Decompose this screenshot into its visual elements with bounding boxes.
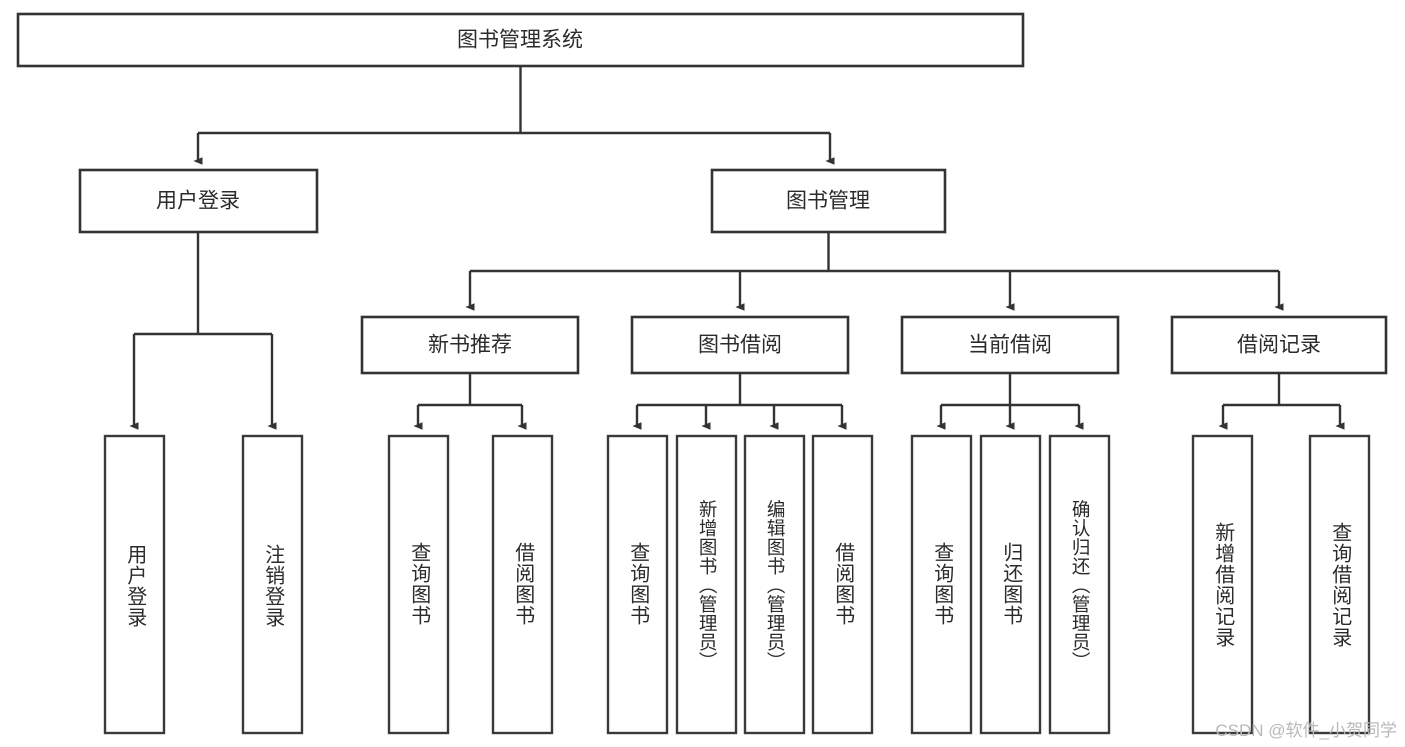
node-leaf-logout-box[interactable] — [241, 434, 304, 735]
node-current-borrow-label: 当前借阅 — [968, 334, 1052, 357]
node-leaf-query-book-2-box[interactable] — [606, 434, 669, 735]
node-leaf-user-login[interactable]: 用户登录 — [103, 434, 166, 735]
node-leaf-borrow-book-2-label: 借阅图书 — [832, 542, 855, 626]
node-leaf-query-record-label: 查询借阅记录 — [1329, 522, 1352, 648]
node-user-login[interactable]: 用户登录 — [78, 168, 319, 234]
node-leaf-query-book-1[interactable]: 查询图书 — [387, 434, 450, 735]
connector-group-borrow-record — [1218, 373, 1345, 430]
node-book-borrow-label: 图书借阅 — [698, 334, 782, 357]
node-leaf-user-login-label: 用户登录 — [124, 544, 147, 628]
node-leaf-confirm-return[interactable]: 确认归还（管理员） — [1048, 434, 1111, 735]
node-leaf-confirm-return-label: 确认归还（管理员） — [1070, 500, 1091, 671]
node-leaf-return-book-box[interactable] — [979, 434, 1042, 735]
node-leaf-query-book-2-label: 查询图书 — [627, 542, 650, 626]
node-book-borrow[interactable]: 图书借阅 — [630, 315, 850, 375]
node-leaf-edit-book-box[interactable] — [743, 434, 806, 735]
node-leaf-query-book-1-label: 查询图书 — [408, 542, 431, 626]
node-leaf-confirm-return-box[interactable] — [1048, 434, 1111, 735]
node-book-manage-box[interactable] — [710, 168, 947, 234]
node-leaf-query-book-3[interactable]: 查询图书 — [910, 434, 973, 735]
node-leaf-query-record-box[interactable] — [1308, 434, 1371, 735]
node-new-book-rec-box[interactable] — [360, 315, 580, 375]
connector-group-user-login — [129, 232, 277, 430]
node-leaf-logout-label: 注销登录 — [262, 544, 285, 628]
node-leaf-add-book-box[interactable] — [675, 434, 738, 735]
connector-group-root — [193, 66, 835, 165]
node-root-box[interactable] — [16, 12, 1025, 68]
node-leaf-borrow-book-1-label: 借阅图书 — [512, 542, 535, 626]
node-leaf-logout[interactable]: 注销登录 — [241, 434, 304, 735]
node-current-borrow-box[interactable] — [900, 315, 1120, 375]
node-leaf-edit-book[interactable]: 编辑图书（管理员） — [743, 434, 806, 735]
node-new-book-rec[interactable]: 新书推荐 — [360, 315, 580, 375]
node-user-login-label: 用户登录 — [156, 190, 240, 213]
node-leaf-borrow-book-1[interactable]: 借阅图书 — [491, 434, 554, 735]
node-leaf-add-record-label: 新增借阅记录 — [1212, 522, 1235, 648]
node-book-manage[interactable]: 图书管理 — [710, 168, 947, 234]
connector-group-book-borrow — [632, 373, 847, 430]
connector-group-book-manage — [465, 232, 1284, 311]
node-leaf-add-book[interactable]: 新增图书（管理员） — [675, 434, 738, 735]
node-root-label: 图书管理系统 — [457, 29, 583, 52]
node-leaf-add-book-label: 新增图书（管理员） — [697, 500, 718, 671]
node-borrow-record-box[interactable] — [1170, 315, 1388, 375]
node-leaf-return-book-label: 归还图书 — [1000, 542, 1023, 626]
connector-group-current-borrow — [936, 373, 1084, 430]
node-leaf-user-login-box[interactable] — [103, 434, 166, 735]
connector-group-new-book-rec — [413, 373, 527, 430]
node-current-borrow[interactable]: 当前借阅 — [900, 315, 1120, 375]
node-new-book-rec-label: 新书推荐 — [428, 334, 512, 357]
node-book-manage-label: 图书管理 — [786, 190, 870, 213]
node-leaf-query-book-1-box[interactable] — [387, 434, 450, 735]
node-leaf-return-book[interactable]: 归还图书 — [979, 434, 1042, 735]
node-leaf-query-record[interactable]: 查询借阅记录 — [1308, 434, 1371, 735]
node-user-login-box[interactable] — [78, 168, 319, 234]
csdn-watermark: CSDN @软件_小贺同学 — [1215, 721, 1397, 740]
node-borrow-record[interactable]: 借阅记录 — [1170, 315, 1388, 375]
node-book-borrow-box[interactable] — [630, 315, 850, 375]
node-borrow-record-label: 借阅记录 — [1237, 334, 1321, 357]
node-leaf-borrow-book-2-box[interactable] — [811, 434, 874, 735]
node-root[interactable]: 图书管理系统 — [16, 12, 1025, 68]
node-leaf-add-record[interactable]: 新增借阅记录 — [1191, 434, 1254, 735]
node-leaf-borrow-book-2[interactable]: 借阅图书 — [811, 434, 874, 735]
node-leaf-query-book-3-label: 查询图书 — [931, 542, 954, 626]
node-leaf-query-book-3-box[interactable] — [910, 434, 973, 735]
node-leaf-borrow-book-1-box[interactable] — [491, 434, 554, 735]
node-leaf-add-record-box[interactable] — [1191, 434, 1254, 735]
node-leaf-edit-book-label: 编辑图书（管理员） — [765, 500, 786, 671]
node-leaf-query-book-2[interactable]: 查询图书 — [606, 434, 669, 735]
